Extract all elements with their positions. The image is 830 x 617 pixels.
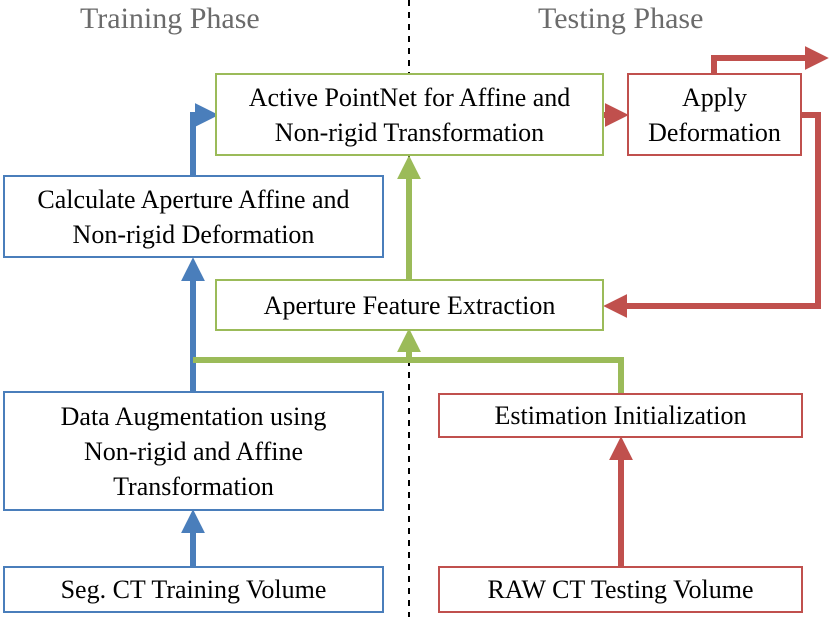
active-pointnet-box: Active PointNet for Affine and Non-rigid… bbox=[215, 73, 604, 156]
box-line: Non-rigid Deformation bbox=[72, 219, 315, 249]
testing-phase-title: Testing Phase bbox=[538, 2, 704, 35]
aperture-feature-box: Aperture Feature Extraction bbox=[215, 279, 604, 331]
estimation-initialization-box: Estimation Initialization bbox=[438, 393, 803, 438]
box-line: Deformation bbox=[648, 117, 781, 147]
arrow-calculate-to-pointnet bbox=[190, 103, 219, 175]
box-line: Apply bbox=[682, 82, 747, 112]
calculate-aperture-box: Calculate Aperture Affine and Non-rigid … bbox=[3, 175, 384, 258]
arrow-apply-output bbox=[711, 46, 829, 73]
box-line: Non-rigid Transformation bbox=[274, 117, 545, 147]
box-line: Transformation bbox=[113, 471, 274, 501]
box-line: Aperture Feature Extraction bbox=[263, 290, 556, 320]
line-green-horizontal bbox=[193, 357, 624, 393]
box-line: Data Augmentation using bbox=[60, 401, 327, 431]
raw-ct-testing-box: RAW CT Testing Volume bbox=[438, 566, 803, 613]
training-phase-title: Training Phase bbox=[80, 2, 260, 35]
box-line: Calculate Aperture Affine and bbox=[37, 184, 350, 214]
box-line: Active PointNet for Affine and bbox=[248, 82, 571, 112]
arrow-apply-to-feature bbox=[603, 112, 821, 318]
data-augmentation-box: Data Augmentation using Non-rigid and Af… bbox=[3, 391, 384, 511]
seg-ct-training-box: Seg. CT Training Volume bbox=[3, 566, 384, 613]
apply-deformation-box: Apply Deformation bbox=[627, 73, 802, 156]
box-line: Seg. CT Training Volume bbox=[60, 575, 327, 604]
box-line: Estimation Initialization bbox=[494, 401, 747, 430]
box-line: Non-rigid and Affine bbox=[83, 436, 304, 466]
box-line: RAW CT Testing Volume bbox=[487, 575, 754, 604]
